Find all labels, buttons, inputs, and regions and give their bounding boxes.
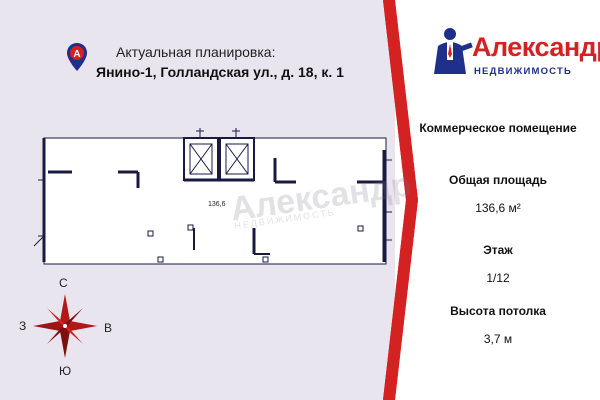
ceiling-value: 3,7 м [483,332,513,346]
svg-text:A: A [73,49,80,60]
compass-east: В [104,321,113,335]
property-type: Коммерческое помещение [412,121,584,136]
brand-name: Александр [472,32,600,62]
area-title: Общая площадь [448,173,547,187]
ceiling-block: Высота потолка 3,7 м [412,304,584,346]
floor-block: Этаж 1/12 [412,243,584,285]
brand-logo: Александр НЕДВИЖИМОСТЬ [430,24,600,81]
address: Янино-1, Голландская ул., д. 18, к. 1 [96,64,344,80]
area-value: 136,6 м² [475,201,521,215]
floor-value: 1/12 [486,271,510,285]
plan-title: Актуальная планировка: [116,44,276,60]
property-type-label: Коммерческое помещение [419,121,577,135]
compass-west: З [19,319,27,333]
compass-rose-icon [33,294,97,358]
man-figure-icon [434,28,473,74]
floor-plan: 136,6 [33,128,392,265]
location-pin-icon: A [67,43,87,71]
area-label: 136,6 [208,201,226,208]
floor-title: Этаж [483,243,513,257]
brand-subtitle: НЕДВИЖИМОСТЬ [474,66,573,77]
area-block: Общая площадь 136,6 м² [412,173,584,215]
ceiling-title: Высота потолка [450,304,546,318]
compass-south: Ю [59,364,72,378]
compass-north: С [59,276,68,290]
